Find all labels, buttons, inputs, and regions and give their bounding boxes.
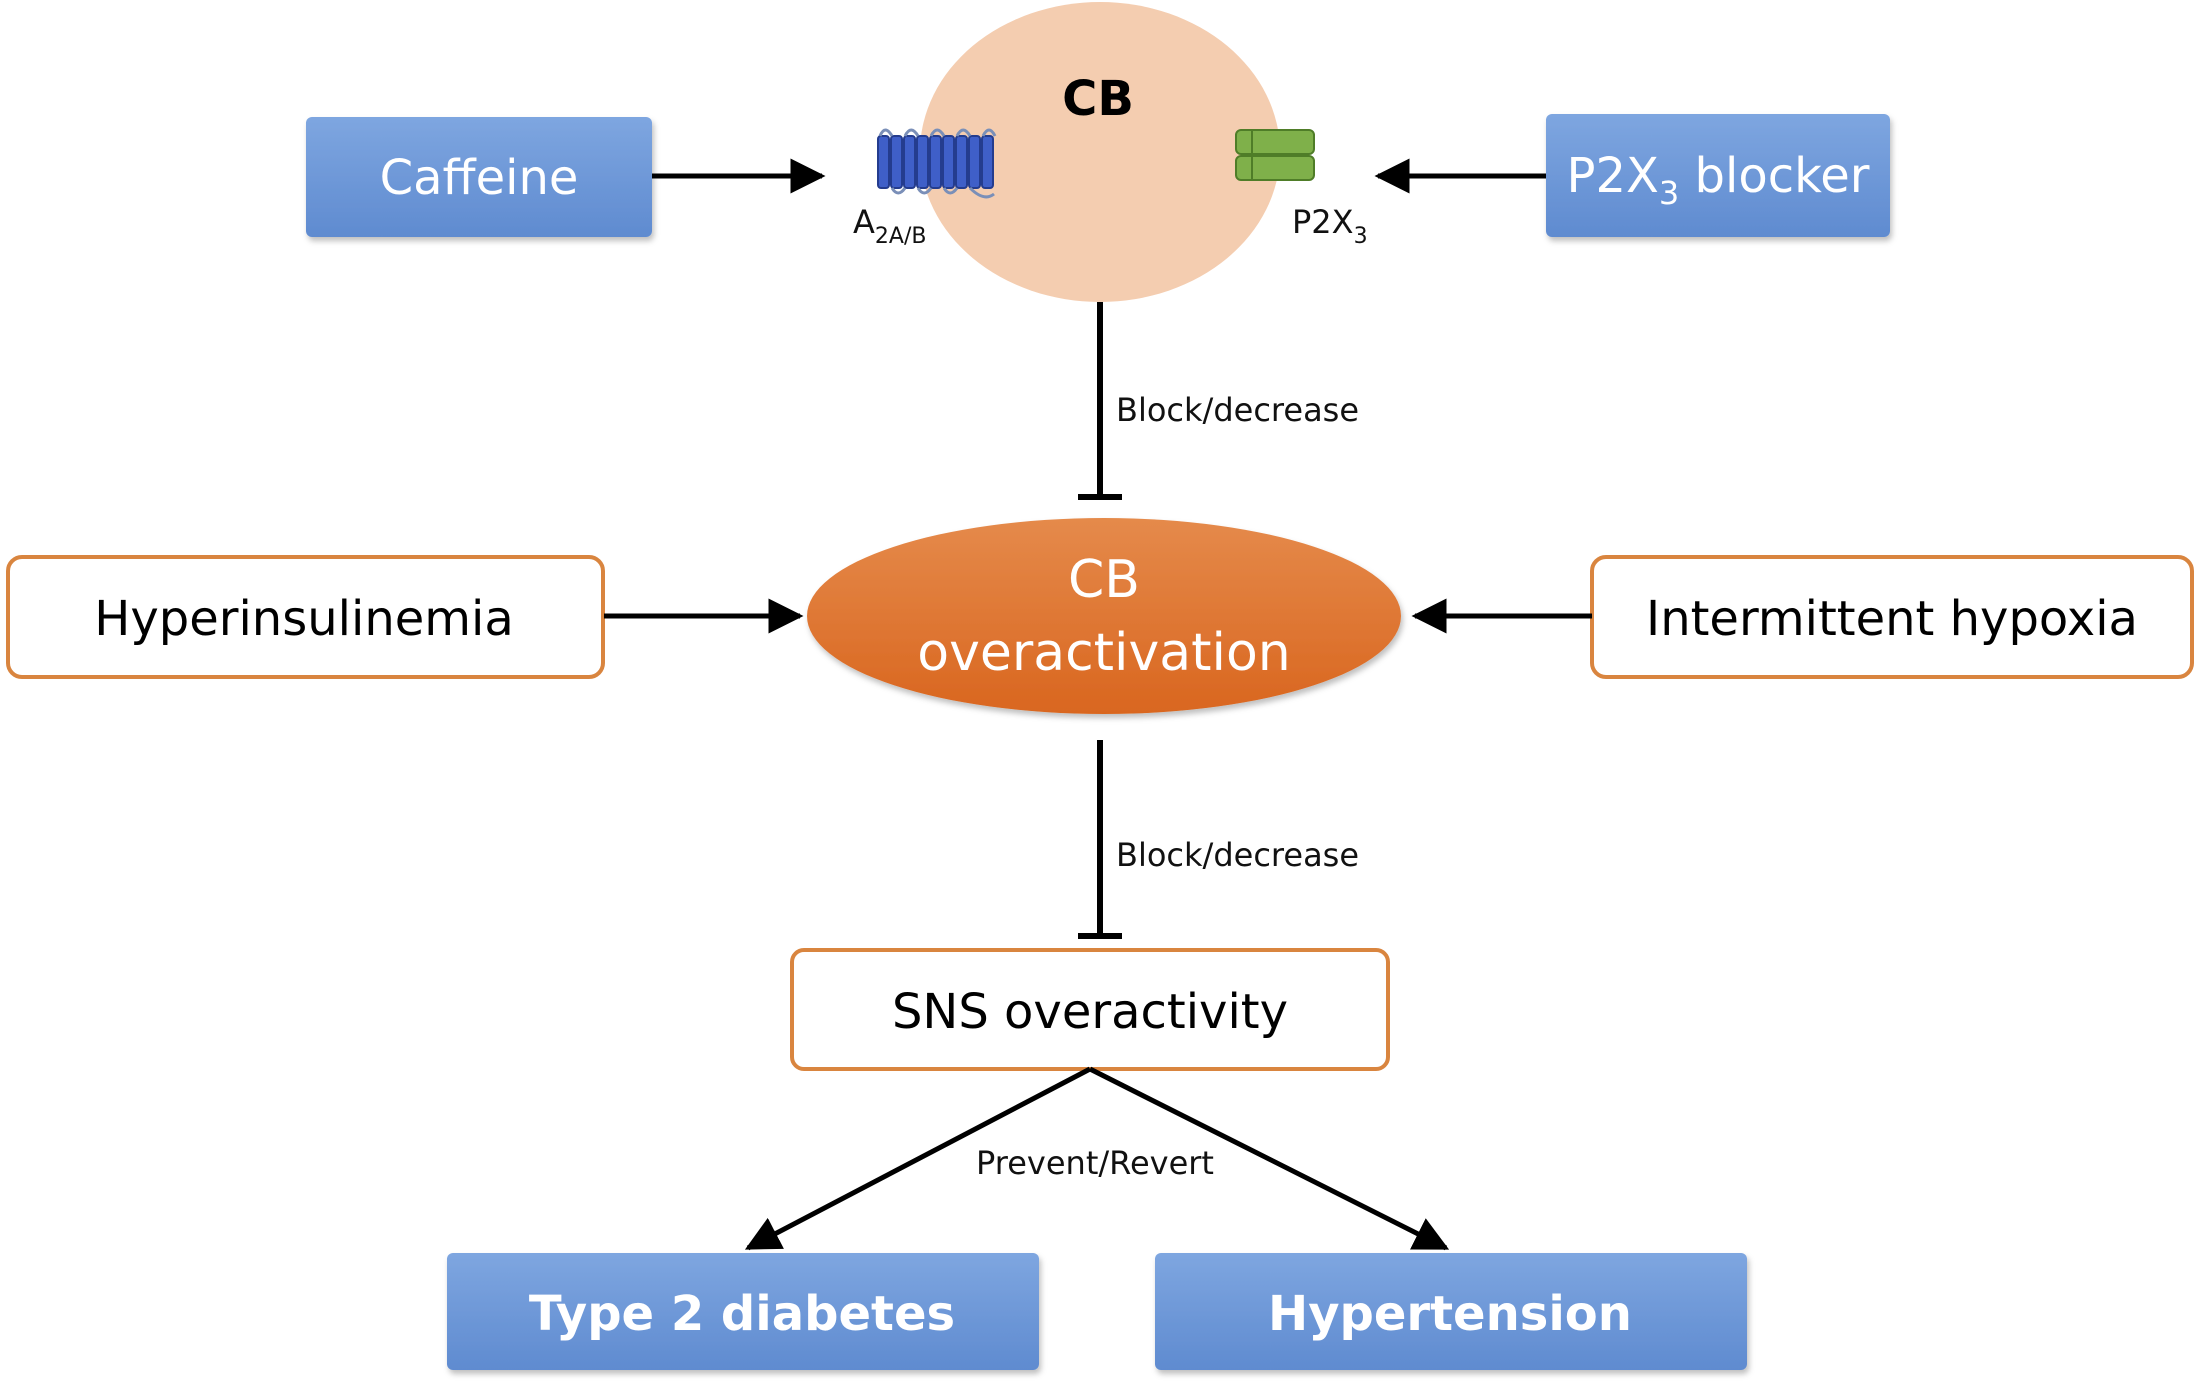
sns-overactivity-label: SNS overactivity [892, 984, 1288, 1040]
block-edge-1 [1078, 302, 1122, 500]
intermittent-hypoxia-label: Intermittent hypoxia [1646, 591, 2138, 647]
cb-overactivation-node [807, 518, 1401, 714]
a2-receptor-icon [877, 128, 997, 199]
cb-ellipse [920, 2, 1280, 302]
block-label-1: Block/decrease [1116, 391, 1359, 429]
p2x3-blocker-label: P2X3 blocker [1567, 148, 1870, 212]
prevent-arrow-diabetes [744, 1066, 1092, 1251]
cb-title: CB [1062, 71, 1134, 127]
hyperinsulinemia-label: Hyperinsulinemia [94, 591, 514, 647]
prevent-label: Prevent/Revert [976, 1144, 1214, 1182]
hypertension-box [1155, 1253, 1747, 1370]
p2x3-receptor-label: P2X3 [1292, 203, 1368, 249]
caffeine-box [306, 117, 652, 237]
cb-overactivation-line2: overactivation [917, 623, 1291, 683]
a2-receptor-label: A2A/B [853, 203, 926, 249]
prevent-arrow-hypertension [1088, 1066, 1450, 1251]
cb-overactivation-line1: CB [1068, 550, 1140, 610]
type2-diabetes-box [447, 1253, 1039, 1370]
caffeine-label: Caffeine [380, 150, 579, 206]
block-edge-2 [1078, 740, 1122, 939]
cb-node: CB [920, 2, 1280, 302]
type2-diabetes-label: Type 2 diabetes [529, 1286, 955, 1342]
hyperinsulinemia-box [6, 555, 605, 679]
p2x3-receptor-icon [1235, 129, 1315, 181]
hypertension-label: Hypertension [1268, 1286, 1632, 1342]
block-label-2: Block/decrease [1116, 836, 1359, 874]
p2x3-blocker-box [1546, 114, 1890, 237]
